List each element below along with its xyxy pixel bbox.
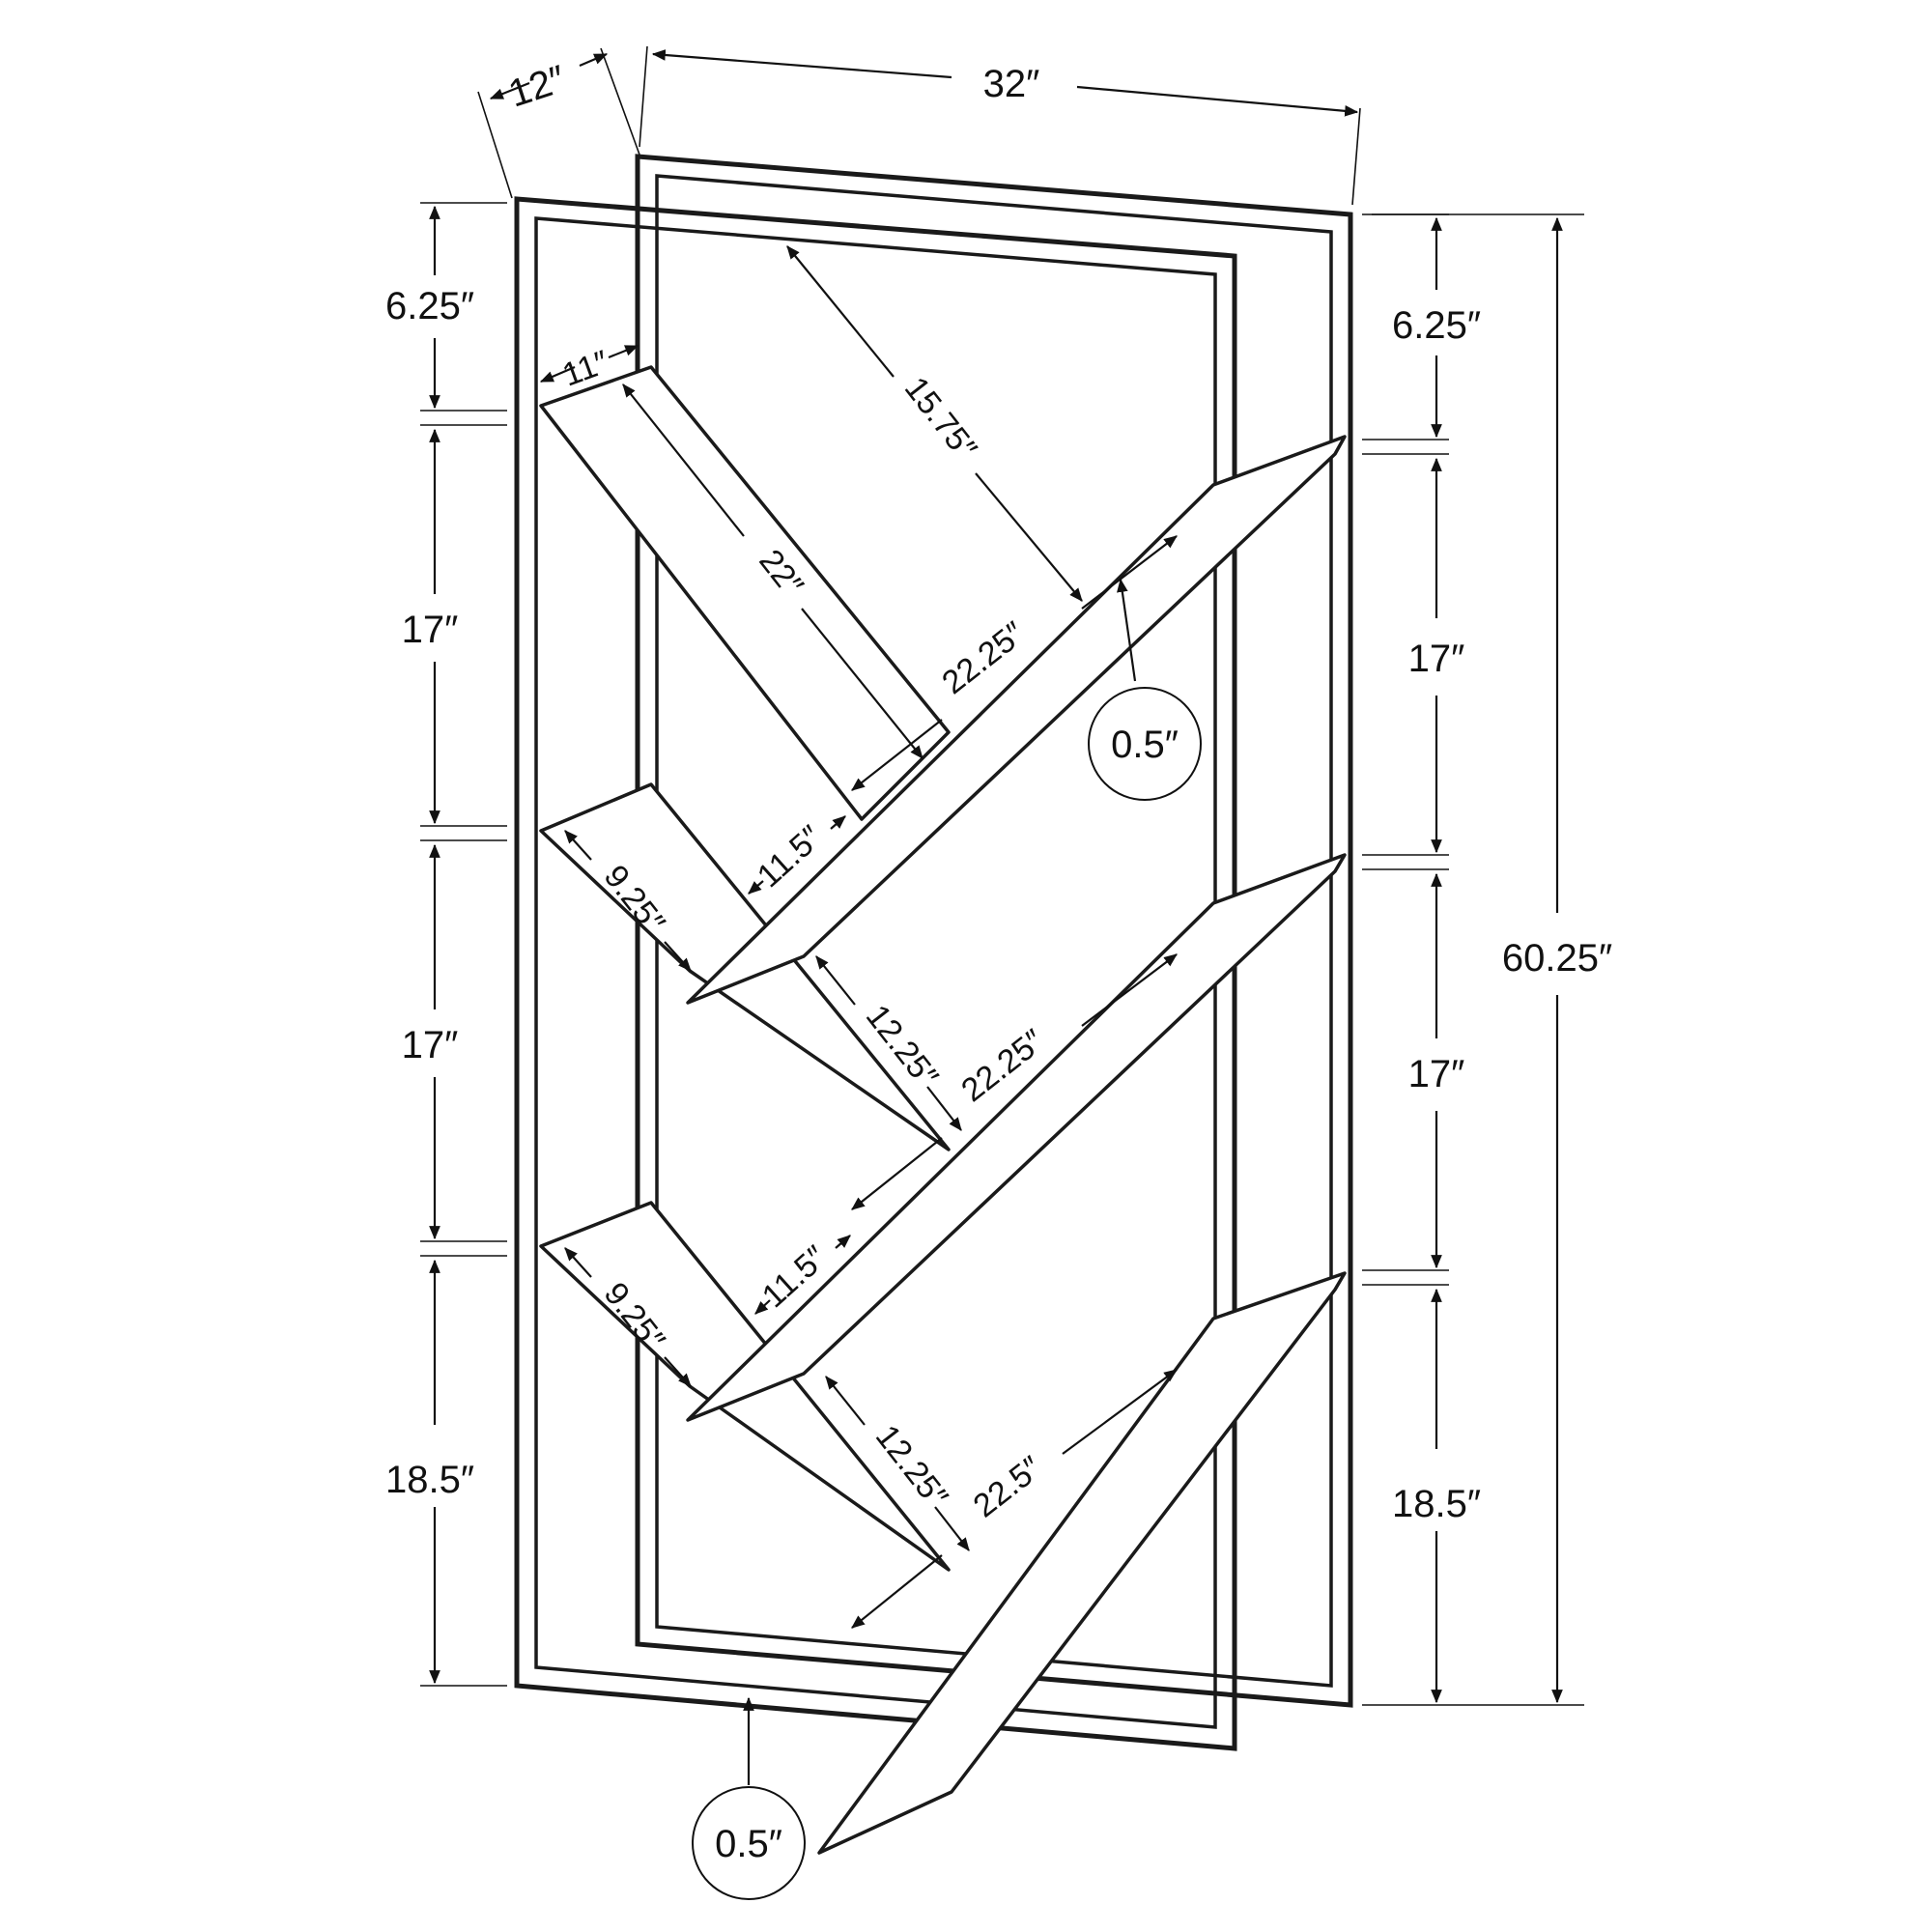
- shelf-length-3-label: 22.5″: [967, 1449, 1049, 1524]
- left-height-2-label: 17″: [402, 609, 459, 651]
- front-frame: [514, 196, 1237, 1751]
- left-height-dimensions: 6.25″ 17″ 17″ 18.5″: [385, 202, 507, 1687]
- long-shelf-top: [686, 435, 1347, 1005]
- right-height-1-label: 6.25″: [1392, 304, 1481, 347]
- thickness-callout-shelf-label: 0.5″: [1111, 724, 1179, 766]
- back-frame: [635, 154, 1353, 1708]
- right-height-dimensions: 6.25″ 17″ 17″ 18.5″ 60.25″: [1362, 213, 1612, 1706]
- right-height-3-label: 17″: [1408, 1053, 1465, 1095]
- long-shelves: [686, 435, 1347, 1855]
- left-height-4-label: 18.5″: [385, 1459, 474, 1501]
- long-shelf-bottom: [817, 1271, 1347, 1855]
- top-gap-label: 15.75″: [897, 370, 984, 467]
- depth-label: 12″: [503, 58, 570, 116]
- right-height-2-label: 17″: [1408, 638, 1465, 680]
- left-height-1-label: 6.25″: [385, 285, 474, 327]
- thickness-callout-frame: [692, 1786, 806, 1900]
- thickness-callout-shelf: [1088, 687, 1202, 801]
- long-shelf-middle: [686, 853, 1347, 1422]
- thickness-callout-frame-label: 0.5″: [715, 1823, 782, 1865]
- left-shelf-top: [539, 365, 951, 821]
- width-label: 32″: [983, 63, 1040, 105]
- left-height-3-label: 17″: [402, 1024, 459, 1066]
- overall-height-label: 60.25″: [1502, 937, 1612, 980]
- thickness-callouts: 0.5″ 0.5″: [692, 578, 1202, 1900]
- right-height-4-label: 18.5″: [1392, 1483, 1481, 1525]
